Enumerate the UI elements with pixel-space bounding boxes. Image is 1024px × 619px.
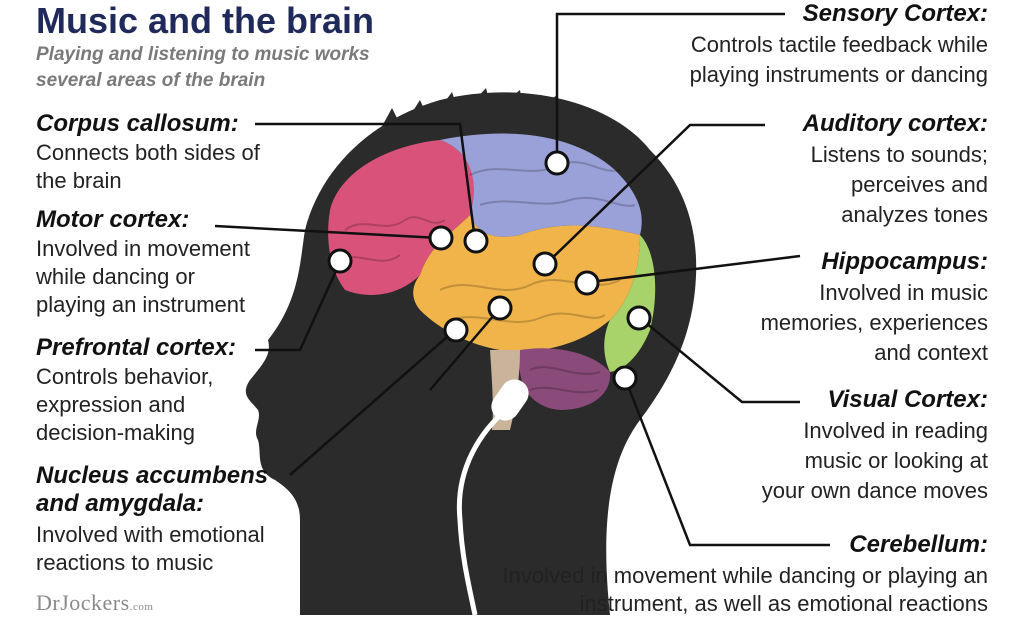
leader-corpus-callosum (255, 122, 477, 241)
auditory-cortex-desc-1: Listens to sounds; (810, 142, 988, 167)
nucleus-accumbens-desc-2: reactions to music (36, 550, 214, 575)
motor-cortex-desc-2: while dancing or (36, 264, 195, 289)
subtitle-line-2: several areas of the brain (36, 70, 266, 91)
cerebellum-desc-1: Involved in movement while dancing or pl… (502, 563, 988, 588)
page-title: Music and the brain (36, 0, 375, 41)
dot-hippocampus (574, 270, 600, 296)
nucleus-accumbens-label-1: Nucleus accumbens (36, 462, 269, 489)
parietal-lobe (440, 133, 642, 237)
prefrontal-cortex-desc-3: decision-making (36, 420, 195, 445)
hippocampus-desc-3: and context (874, 340, 988, 365)
nucleus-accumbens-label-2: and amygdala: (36, 490, 205, 517)
motor-cortex-desc-1: Involved in movement (36, 236, 250, 261)
leader-hippocampus (589, 254, 801, 284)
leader-prefrontal (255, 261, 342, 352)
corpus-callosum-desc-2: the brain (36, 168, 122, 193)
occipital-lobe (604, 235, 656, 372)
dot-prefrontal-cortex (327, 248, 353, 274)
leader-nucleus (289, 329, 456, 476)
visual-cortex-desc-1: Involved in reading (803, 418, 988, 443)
auditory-cortex-label: Auditory cortex: (802, 110, 988, 137)
earbud (491, 379, 529, 421)
hippocampus-desc-2: memories, experiences (760, 310, 988, 335)
drjockers-logo: DrJockers.com (36, 590, 153, 616)
visual-cortex-desc-2: music or looking at (804, 448, 988, 473)
hippocampus-desc-1: Involved in music (819, 280, 988, 305)
prefrontal-cortex-label: Prefrontal cortex: (36, 334, 237, 361)
prefrontal-cortex-desc-1: Controls behavior, (36, 364, 214, 389)
dot-corpus-callosum (463, 228, 489, 254)
frontal-lobe (328, 140, 474, 295)
hippocampus-label: Hippocampus: (821, 248, 988, 275)
motor-cortex-desc-3: playing an instrument (36, 292, 246, 317)
dot-cerebellum (612, 365, 638, 391)
sensory-cortex-desc-2: playing instruments or dancing (689, 62, 988, 87)
brain-texture (339, 161, 636, 394)
leader-sensory (555, 12, 785, 160)
earbud-cable (456, 403, 514, 615)
cerebellum-desc-2: instrument, as well as emotional reactio… (579, 591, 988, 616)
leader-lines (214, 12, 830, 547)
leader-nucleus-2 (429, 307, 501, 391)
leader-motor-cortex (214, 224, 441, 240)
dot-sensory-cortex (544, 150, 570, 176)
dot-amygdala (487, 295, 513, 321)
auditory-cortex-desc-3: analyzes tones (841, 202, 988, 227)
marker-dots (327, 150, 652, 391)
prefrontal-cortex-desc-2: expression and (36, 392, 186, 417)
logo-suffix: .com (129, 601, 154, 613)
leader-auditory (544, 123, 765, 266)
sensory-cortex-desc-1: Controls tactile feedback while (690, 32, 988, 57)
leader-cerebellum (623, 377, 830, 547)
dot-visual-cortex (626, 305, 652, 331)
corpus-callosum-label: Corpus callosum: (36, 110, 239, 137)
auditory-cortex-desc-2: perceives and (851, 172, 988, 197)
sensory-cortex-label: Sensory Cortex: (802, 0, 988, 27)
leader-visual (639, 317, 800, 404)
visual-cortex-desc-3: your own dance moves (761, 478, 988, 503)
nucleus-accumbens-desc-1: Involved with emotional (36, 522, 265, 547)
motor-cortex-label: Motor cortex: (36, 206, 190, 233)
subtitle-line-1: Playing and listening to music works (36, 44, 370, 65)
dot-motor-cortex (428, 225, 454, 251)
cerebellum-shape (519, 348, 611, 410)
corpus-callosum-desc-1: Connects both sides of (36, 140, 260, 165)
logo-main: DrJockers (36, 590, 130, 615)
dot-auditory-cortex (532, 251, 558, 277)
cerebellum-label: Cerebellum: (849, 531, 988, 558)
visual-cortex-label: Visual Cortex: (827, 386, 989, 413)
dot-nucleus-accumbens (443, 317, 469, 343)
